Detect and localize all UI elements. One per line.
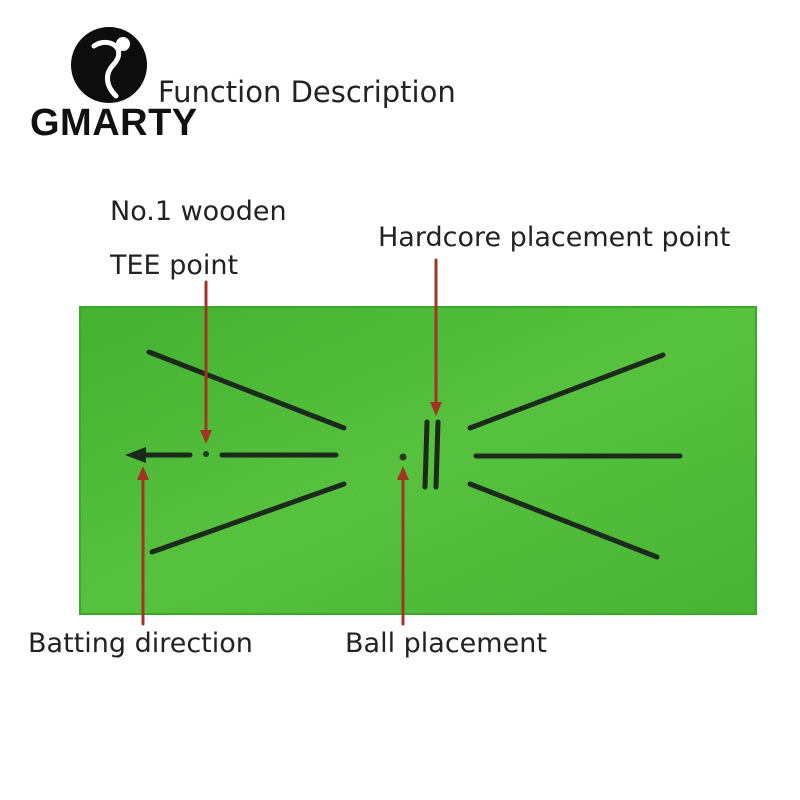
hardcore-mark-right [433, 419, 441, 490]
turf-mat [79, 306, 757, 615]
ball-placement-label: Ball placement [345, 628, 547, 659]
guide-line-right-lower [467, 481, 660, 560]
guide-line-left-upper [146, 349, 347, 431]
hardcore-placement-label: Hardcore placement point [378, 222, 731, 253]
batting-direction-label: Batting direction [28, 628, 253, 659]
page-title: Function Description [158, 75, 456, 109]
brand-name: GMARTY [30, 102, 198, 144]
ball-placement-dot [399, 453, 407, 461]
guide-line-left-lower [149, 481, 347, 555]
hardcore-mark-left [422, 419, 430, 490]
tee-point-label-line2: TEE point [110, 250, 239, 281]
pointer-batting-arrowhead-icon [137, 466, 149, 480]
direction-arrowhead-icon [125, 447, 146, 463]
guide-line-right-upper [467, 352, 666, 431]
pointer-hardcore-arrowhead-icon [430, 402, 442, 416]
brand-logo-icon [71, 27, 147, 103]
tee-point-dot [203, 451, 209, 457]
pointer-ball-arrowhead-icon [397, 466, 409, 480]
tee-point-label-line1: No.1 wooden [110, 196, 287, 227]
pointer-tee-arrowhead-icon [200, 430, 212, 444]
